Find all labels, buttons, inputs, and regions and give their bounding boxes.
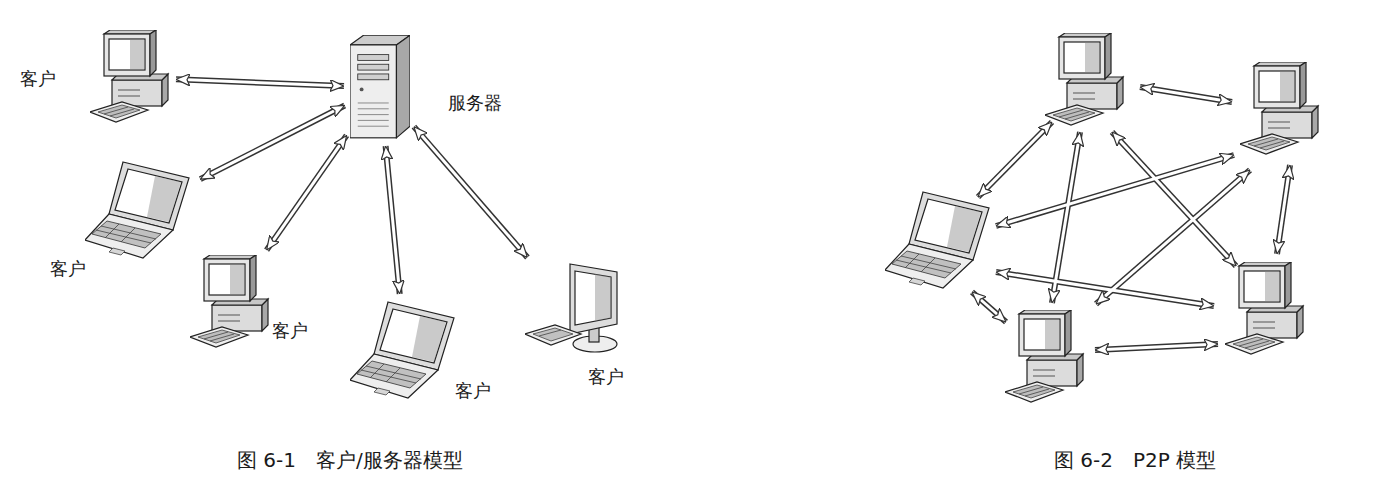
arrow-shaft [267, 135, 347, 250]
double-arrow [267, 135, 347, 250]
double-arrow [414, 127, 528, 258]
laptop-icon [85, 162, 189, 258]
monitor-icon [525, 264, 617, 352]
laptop-icon [350, 302, 454, 398]
server-icon [350, 35, 410, 138]
double-arrow [386, 146, 400, 294]
desktop-icon [1240, 62, 1318, 154]
node-label: 客户 [272, 320, 308, 342]
node-label: 客户 [20, 68, 56, 90]
arrow-shaft [414, 127, 528, 258]
node-label: 客户 [455, 380, 491, 402]
arrow-shaft [414, 127, 528, 258]
desktop-icon [190, 255, 268, 347]
laptop-icon [885, 192, 989, 288]
arrow-shaft [176, 79, 344, 86]
desktop-icon [1225, 262, 1303, 354]
arrow-shaft [267, 135, 347, 250]
p2p-arrows [972, 87, 1290, 350]
arrow-shaft [386, 146, 400, 294]
computer-node: 客户 [190, 255, 270, 350]
node-label: 客户 [588, 366, 624, 388]
computer-node: 客户 [525, 262, 620, 357]
node-label: 服务器 [448, 92, 502, 114]
figure-caption: 图 6-1 客户/服务器模型 [237, 448, 463, 472]
computer-node: 服务器 [350, 35, 410, 140]
node-label: 客户 [50, 258, 86, 280]
arrow-shaft [176, 79, 344, 86]
computer-node: 客户 [90, 30, 170, 125]
computer-node: 客户 [350, 300, 460, 400]
double-arrow [176, 79, 344, 86]
desktop-icon [1045, 33, 1123, 125]
figure-caption: 图 6-2 P2P 模型 [1054, 448, 1216, 472]
desktop-icon [90, 30, 168, 122]
computer-node: 客户 [85, 160, 195, 260]
arrow-shaft [386, 146, 400, 294]
desktop-icon [1005, 310, 1083, 402]
